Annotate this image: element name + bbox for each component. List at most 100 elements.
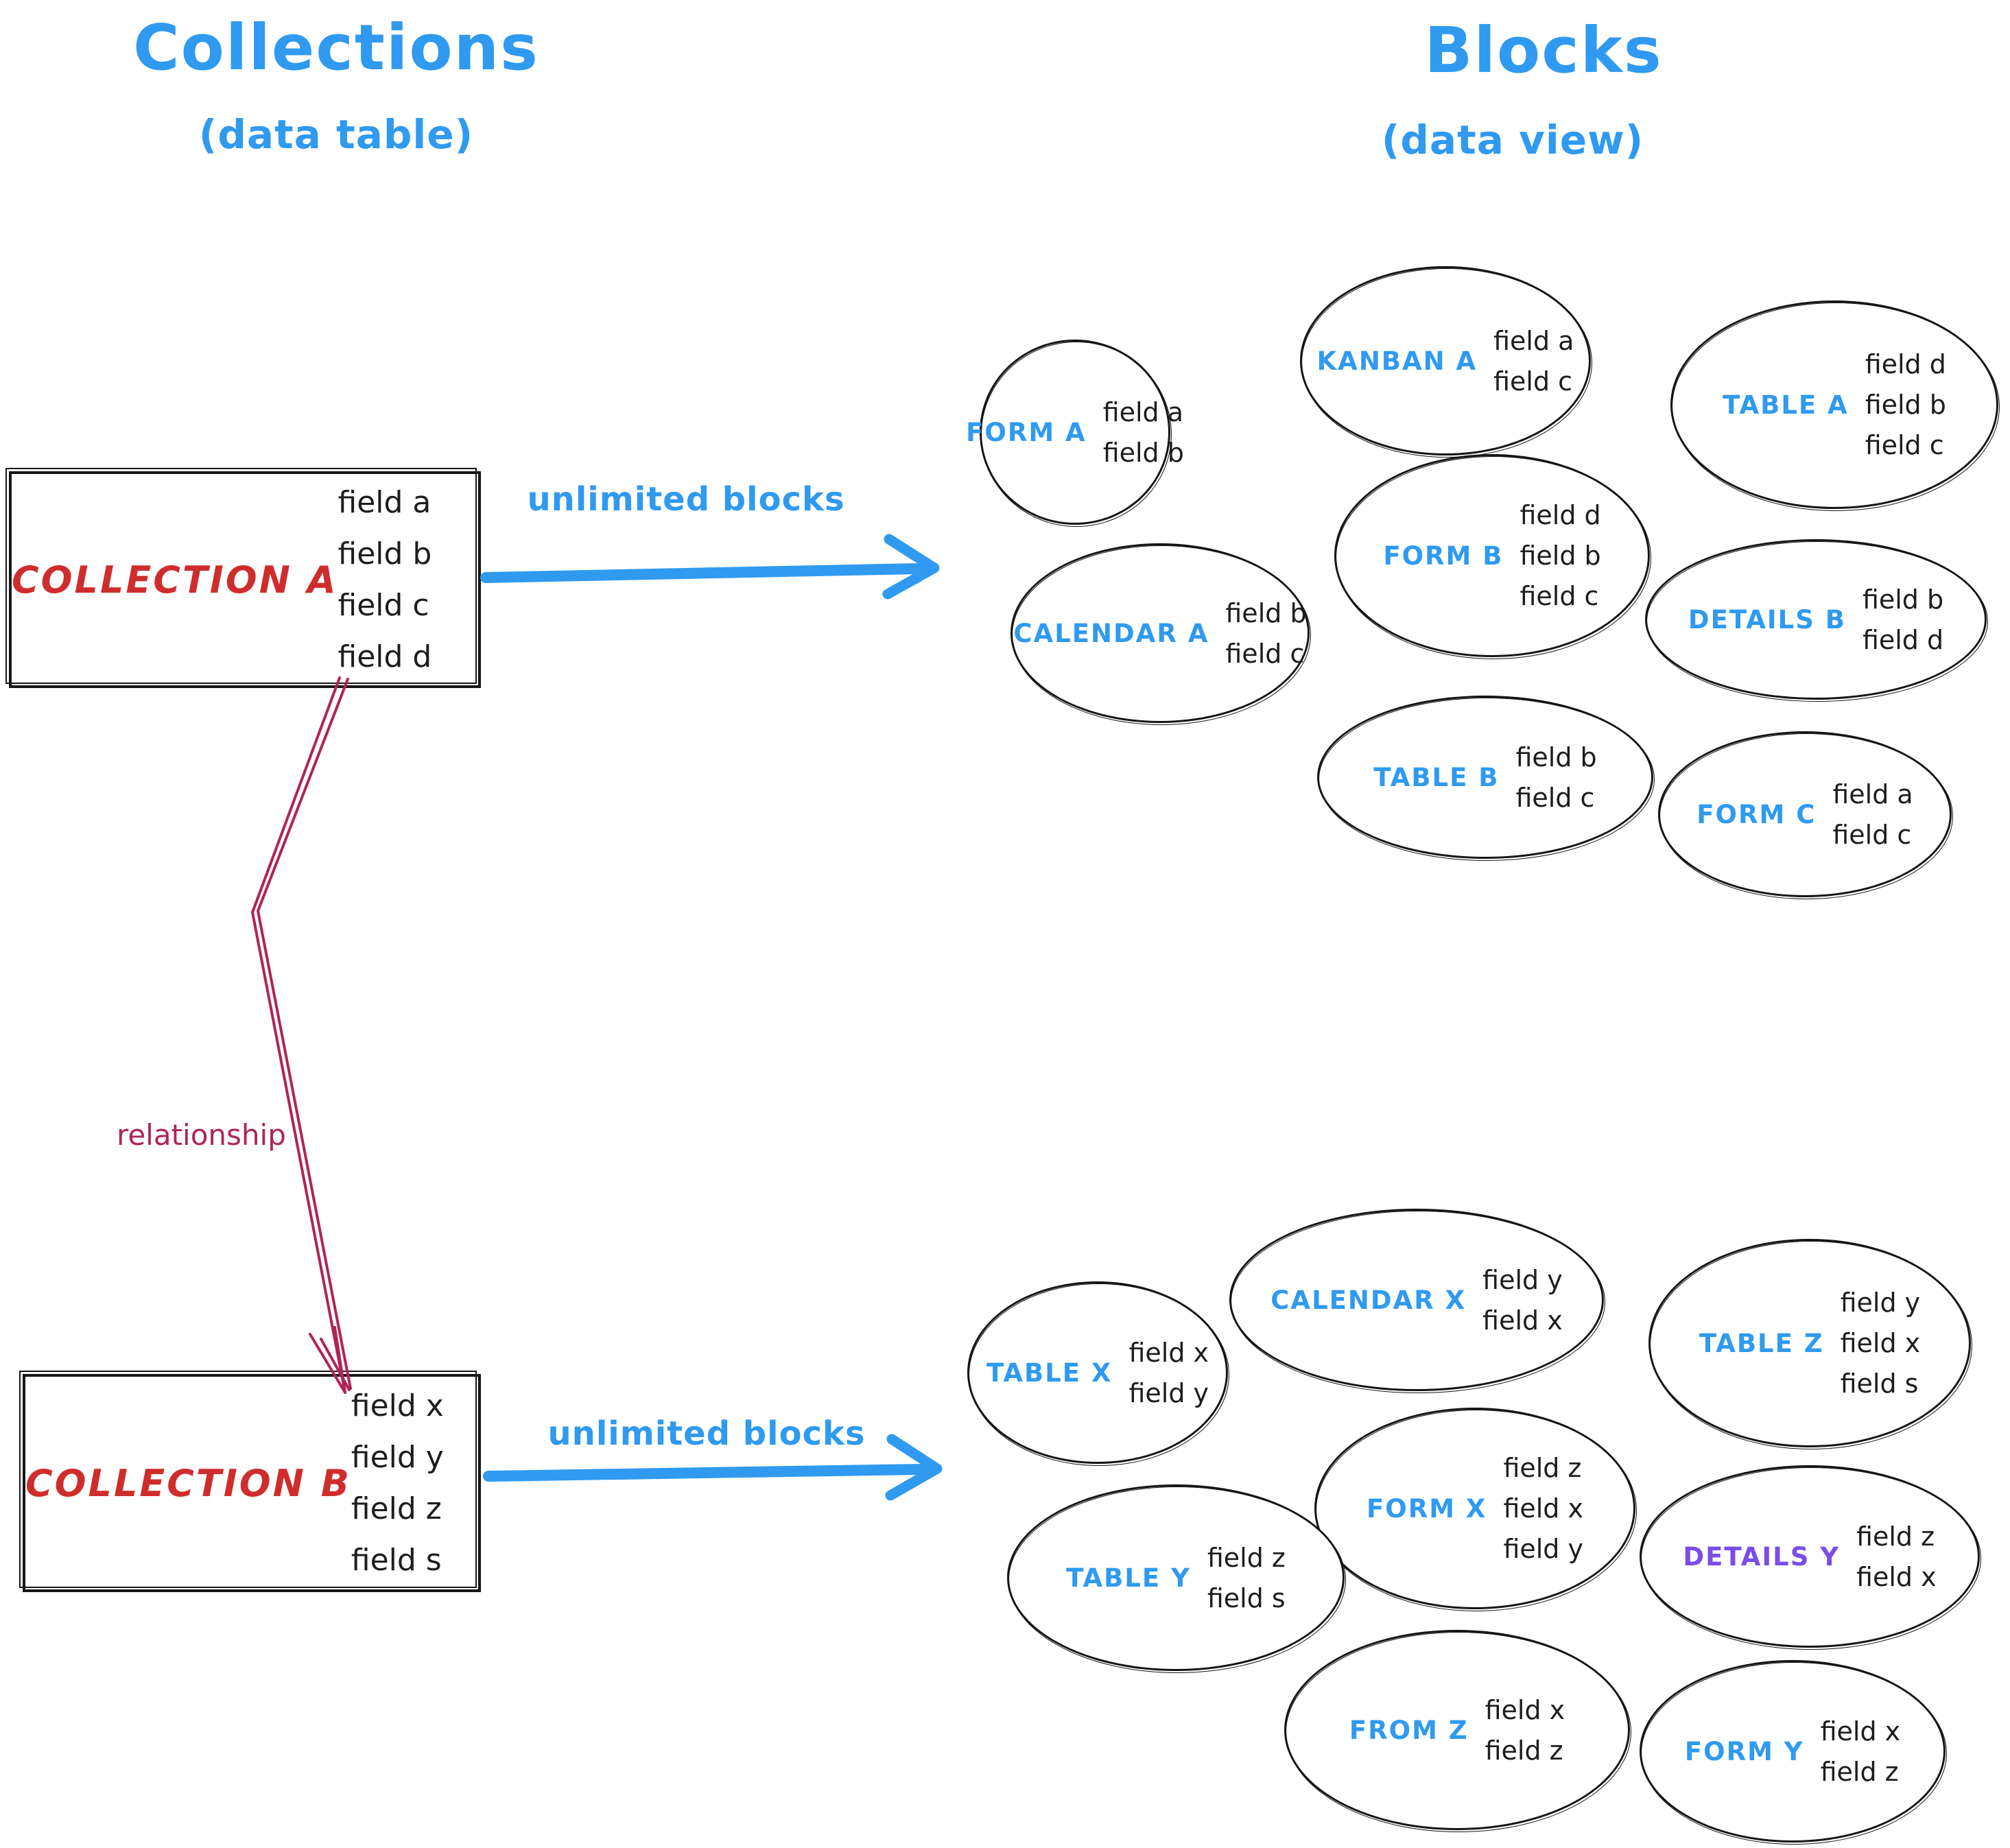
block-fields: field z field x: [1856, 1521, 1937, 1592]
block-from-z: FROM Z field x field z: [1284, 1630, 1630, 1830]
field-label: field b: [1520, 541, 1601, 571]
field-label: field s: [1840, 1369, 1919, 1399]
block-table-y: TABLE Y field z field s: [1007, 1484, 1345, 1671]
field-label: field d: [338, 639, 432, 674]
block-fields: field b field c: [1515, 742, 1596, 813]
field-label: field c: [1865, 430, 1944, 460]
relationship-arrow: [251, 676, 352, 1394]
block-details-b: DETAILS B field b field d: [1645, 539, 1987, 700]
block-kanban-a: KANBAN A field a field c: [1300, 266, 1591, 455]
field-label: field x: [1503, 1493, 1583, 1524]
field-label: field d: [1862, 624, 1944, 655]
block-table-z: TABLE Z field y field x field s: [1648, 1239, 1971, 1447]
field-label: field z: [1207, 1542, 1286, 1573]
relationship-label: relationship: [117, 1118, 286, 1152]
field-label: field b: [338, 536, 432, 571]
field-label: field y: [1128, 1377, 1209, 1408]
block-fields: field x field z: [1821, 1716, 1901, 1787]
collection-b-box: COLLECTION B field x field y field z fie…: [19, 1371, 481, 1592]
blocks-subtitle: (data view): [1381, 117, 1644, 163]
block-form-a: FORM A field a field b: [966, 340, 1184, 525]
field-label: field x: [1128, 1337, 1209, 1368]
collection-a-fields: field a field b field c field d: [338, 485, 432, 674]
blocks-title: Blocks: [1424, 14, 1663, 87]
field-label: field x: [1485, 1694, 1565, 1725]
block-fields: field d field b field c: [1520, 500, 1600, 611]
block-label: FORM X: [1366, 1493, 1487, 1524]
block-label: KANBAN A: [1316, 346, 1478, 376]
block-label: FORM A: [966, 417, 1087, 447]
field-label: field b: [1102, 437, 1184, 468]
field-label: field c: [1493, 366, 1573, 396]
field-label: field c: [1515, 782, 1595, 813]
field-label: field c: [338, 588, 429, 623]
field-label: field z: [1503, 1453, 1582, 1483]
field-label: field z: [1856, 1521, 1935, 1552]
field-label: field z: [351, 1491, 442, 1526]
collections-subtitle: (data table): [198, 111, 474, 158]
block-label: DETAILS Y: [1683, 1541, 1841, 1572]
collection-a-box: COLLECTION A field a field b field c fie…: [5, 468, 481, 688]
block-fields: field z field x field y: [1503, 1453, 1583, 1564]
block-form-b: FORM B field d field b field c: [1334, 454, 1650, 657]
field-label: field y: [1503, 1534, 1583, 1564]
field-label: field b: [1225, 597, 1307, 628]
block-label: FROM Z: [1349, 1715, 1469, 1745]
field-label: field z: [1485, 1735, 1563, 1766]
field-label: field x: [1856, 1561, 1937, 1592]
field-label: field s: [1207, 1583, 1286, 1613]
field-label: field x: [1840, 1328, 1921, 1358]
block-fields: field d field b field c: [1865, 349, 1946, 460]
collection-b-name: COLLECTION B: [25, 1461, 351, 1505]
field-label: field a: [338, 485, 431, 520]
field-label: field x: [1482, 1305, 1563, 1336]
field-label: field a: [1832, 779, 1913, 809]
field-label: field a: [1493, 325, 1574, 356]
block-label: FORM B: [1383, 541, 1504, 571]
field-label: field d: [1865, 349, 1946, 379]
block-calendar-x: CALENDAR X field y field x: [1229, 1209, 1604, 1391]
block-fields: field a field c: [1493, 326, 1574, 396]
field-label: field b: [1862, 584, 1944, 615]
field-label: field s: [351, 1543, 442, 1578]
block-label: CALENDAR A: [1013, 618, 1209, 648]
block-fields: field x field z: [1485, 1695, 1565, 1766]
field-label: field d: [1520, 500, 1601, 530]
field-label: field y: [1482, 1264, 1563, 1295]
block-form-x: FORM X field z field x field y: [1314, 1408, 1635, 1609]
block-label: FORM C: [1696, 799, 1817, 829]
collections-title: Collections: [133, 11, 539, 84]
field-label: field a: [1102, 396, 1184, 427]
block-form-y: FORM Y field x field z: [1640, 1660, 1946, 1843]
block-label: TABLE X: [986, 1358, 1113, 1388]
block-table-b: TABLE B field b field c: [1317, 696, 1653, 859]
block-label: DETAILS B: [1688, 604, 1846, 635]
block-fields: field y field x field s: [1841, 1288, 1921, 1399]
block-fields: field a field b: [1103, 397, 1184, 468]
field-label: field c: [1832, 819, 1912, 850]
block-fields: field b field c: [1225, 598, 1306, 669]
field-label: field x: [1820, 1716, 1901, 1746]
block-label: CALENDAR X: [1270, 1285, 1467, 1315]
block-fields: field b field d: [1863, 584, 1943, 655]
field-label: field b: [1865, 390, 1946, 420]
field-label: field y: [1840, 1288, 1921, 1318]
block-calendar-a: CALENDAR A field b field c: [1010, 543, 1310, 723]
field-label: field x: [351, 1388, 444, 1423]
field-label: field z: [1820, 1756, 1899, 1787]
block-label: TABLE B: [1373, 762, 1500, 792]
field-label: field c: [1225, 638, 1305, 669]
field-label: field c: [1520, 581, 1599, 611]
unlimited-blocks-label-b: unlimited blocks: [547, 1414, 866, 1453]
collection-b-fields: field x field y field z field s: [351, 1388, 444, 1578]
block-form-c: FORM C field a field c: [1658, 731, 1952, 897]
block-fields: field a field c: [1832, 779, 1913, 850]
collection-a-name: COLLECTION A: [12, 558, 338, 602]
block-fields: field z field s: [1207, 1543, 1286, 1613]
field-label: field b: [1515, 742, 1597, 772]
block-fields: field y field x: [1482, 1265, 1563, 1336]
block-table-a: TABLE A field d field b field c: [1670, 300, 1998, 509]
unlimited-blocks-arrow-a: [480, 534, 940, 600]
block-table-x: TABLE X field x field y: [967, 1281, 1228, 1464]
